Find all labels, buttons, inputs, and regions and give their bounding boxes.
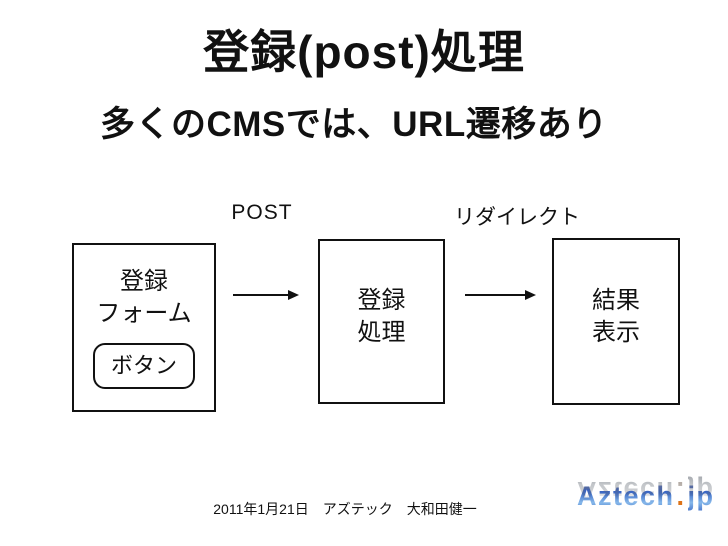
slide-subtitle: 多くのCMSでは、URL遷移あり [99, 105, 608, 144]
aztech-logo-text: Aztech.jp [577, 481, 715, 512]
form-button-label: ボタン [110, 353, 177, 378]
result-display-box: 結果 表示 [552, 238, 680, 405]
logo-word: Aztech [577, 481, 675, 511]
result-display-label-line1: 結果 [592, 286, 640, 314]
aztech-logo: Aztech.jp Aztech.jp [577, 476, 715, 534]
redirect-arrow [465, 290, 536, 300]
form-button-shape: ボタン [93, 343, 195, 389]
registration-process-label-line1: 登録 [357, 286, 406, 314]
logo-dot: . [676, 481, 686, 511]
slide-footer: 2011年1月21日 アズテック 大和田健一 [213, 501, 477, 517]
registration-form-label-line2: フォーム [96, 300, 192, 327]
redirect-arrow-label: リダイレクト [454, 206, 580, 229]
logo-tld: jp [688, 481, 715, 511]
post-arrow [233, 290, 299, 300]
registration-form-box: 登録 フォーム ボタン [72, 243, 216, 412]
result-display-label-line2: 表示 [592, 318, 640, 346]
post-arrow-label: POST [231, 201, 293, 224]
registration-process-box: 登録 処理 [318, 239, 445, 404]
registration-form-label-line1: 登録 [120, 268, 168, 295]
aztech-logo-reflection: Aztech.jp [577, 475, 715, 506]
registration-process-label-line2: 処理 [357, 318, 406, 346]
page-title: 登録(post)処理 [203, 26, 525, 78]
